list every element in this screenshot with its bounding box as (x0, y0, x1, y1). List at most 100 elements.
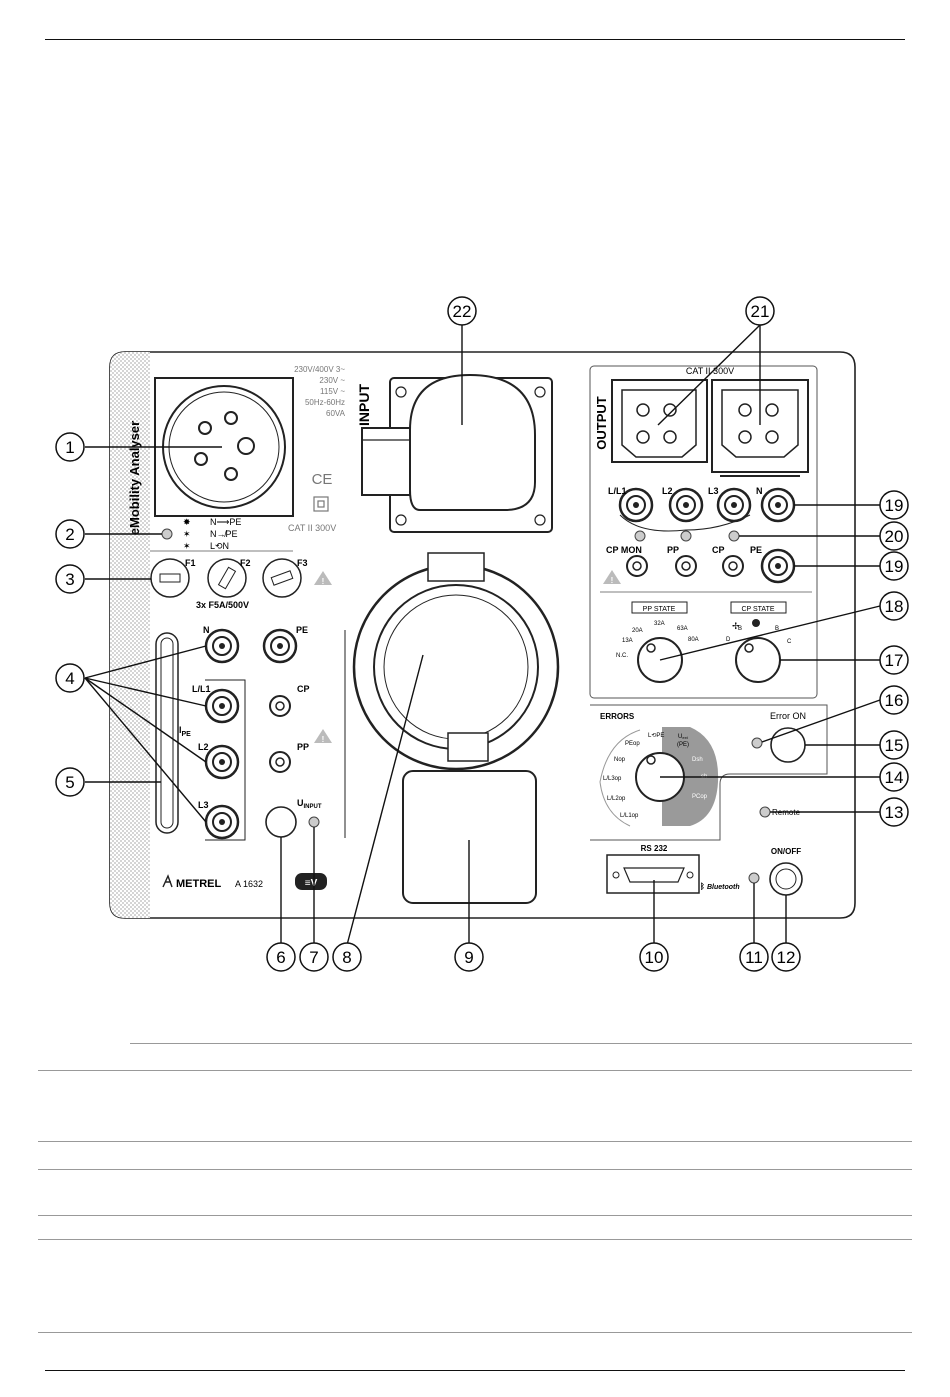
callout-number: 14 (885, 768, 904, 787)
error-on-label: Error ON (770, 711, 806, 721)
bluetooth-label: Bluetooth (707, 884, 740, 891)
svg-text:L/L1op: L/L1op (620, 813, 639, 819)
cp-state-selector (735, 637, 781, 683)
svg-text:✢: ✢ (732, 621, 740, 631)
svg-text:!: ! (322, 735, 325, 744)
terminal-label: PP (667, 545, 679, 555)
svg-text:Uext: Uext (678, 734, 689, 740)
brand: METREL (176, 878, 222, 890)
callout-number: 19 (885, 557, 904, 576)
onoff-label: ON/OFF (771, 847, 801, 856)
callout-number: 15 (885, 736, 904, 755)
double-insulation-icon (313, 496, 329, 512)
rating-block: 230V/400V 3~ 230V ~ 115V ~ 50Hz-60Hz 60V… (294, 365, 346, 418)
output-label: OUTPUT (594, 396, 609, 450)
callout-markers: 1 2 3 4 5 6 7 8 9 10 11 12 13 14 15 16 1… (55, 296, 909, 972)
callout-number: 11 (745, 948, 763, 967)
terminal-label: L2 (198, 742, 209, 752)
footer-rule (45, 1370, 905, 1371)
fuse-rating: 3x F5A/500V (196, 600, 249, 610)
rs232-label: RS 232 (641, 844, 668, 853)
fuse-label: F2 (240, 558, 251, 568)
terminal-label: PP (297, 742, 309, 752)
callout-number: 6 (276, 948, 285, 967)
warning-icon: ! (314, 571, 332, 586)
type2-output-socket (352, 552, 560, 771)
ipe-clamp-slot (155, 632, 179, 834)
callout-number: 18 (885, 597, 904, 616)
callout-number: 7 (309, 948, 318, 967)
svg-text:L⟲PE: L⟲PE (648, 733, 664, 739)
onoff-button (769, 862, 803, 896)
left-terminals (204, 628, 240, 840)
terminal-label: CP MON (606, 545, 642, 555)
terminal-label: L2 (662, 486, 673, 496)
svg-text:PEop: PEop (625, 741, 640, 747)
svg-text:L/L3op: L/L3op (603, 776, 622, 782)
metrel-logo-icon (162, 874, 173, 888)
table-rule (38, 1169, 912, 1170)
svg-text:20A: 20A (632, 628, 643, 634)
svg-text:D: D (726, 637, 731, 643)
rs232-connector (606, 854, 700, 894)
bluetooth-icon: ᛒ (700, 882, 705, 891)
terminal-label: L3 (198, 800, 209, 810)
terminal-label: CP (712, 545, 725, 555)
callout-number: 20 (885, 527, 904, 546)
side-label: eMobility Analyser (127, 421, 142, 535)
callout-number: 4 (65, 669, 74, 688)
cp-state-positions: B B C D (726, 626, 792, 645)
table-rule (38, 1070, 912, 1071)
callout-number: 2 (65, 525, 74, 544)
uinput-label: UINPUT (297, 798, 322, 810)
callout-number: 19 (885, 496, 904, 515)
leader-lines (84, 324, 881, 946)
pp-state-positions: 20A 32A 63A 80A 13A N.C. (616, 621, 699, 659)
table-rule (38, 1215, 912, 1216)
svg-text:L/L2op: L/L2op (607, 796, 626, 802)
legend-star-icon: ✶ (183, 529, 191, 539)
rating-line: 230V ~ (319, 376, 345, 385)
fuse-label: F1 (185, 558, 196, 568)
svg-text:63A: 63A (677, 626, 688, 632)
svg-text:B: B (738, 626, 742, 632)
terminal-label: CP (297, 684, 310, 694)
output-terminals (618, 487, 796, 532)
terminal-label: N (203, 625, 210, 635)
fuse-holders (150, 558, 302, 598)
remote-led (759, 806, 771, 818)
svg-text:ᛒ: ᛒ (700, 882, 705, 891)
callout-number: 16 (885, 691, 904, 710)
legend-text: N↛PE (210, 529, 238, 539)
type2-inlet-with-cap (361, 373, 553, 533)
legend-text: L⟲N (210, 541, 229, 551)
callout-number: 9 (464, 948, 473, 967)
svg-text:(PE): (PE) (677, 742, 689, 748)
table-rule (130, 1043, 912, 1044)
table-rule (38, 1239, 912, 1240)
fuse-label: F3 (297, 558, 308, 568)
svg-text:Nop: Nop (614, 757, 626, 763)
svg-text:N.C.: N.C. (616, 653, 628, 659)
terminal-label: L3 (708, 486, 719, 496)
svg-text:32A: 32A (654, 621, 665, 627)
legend-star-icon: ✸ (183, 517, 191, 527)
uinput-test-button (265, 806, 297, 838)
callout-number: 1 (65, 438, 74, 457)
warning-badge-icon (752, 619, 760, 627)
cp-terminals (626, 548, 796, 584)
pp-state-title: PP STATE (643, 606, 676, 613)
callout-number: 17 (885, 651, 904, 670)
callout-number: 5 (65, 773, 74, 792)
ce-mark: CE (312, 471, 333, 488)
output-led (680, 530, 692, 542)
instrument-front-panel-diagram: eMobility Analyser 230V/400V 3~ 230V ~ 1… (55, 296, 909, 972)
callout-number: 21 (751, 302, 770, 321)
svg-text:13A: 13A (622, 638, 633, 644)
svg-text:!: ! (322, 577, 325, 586)
rating-line: 230V/400V 3~ (294, 365, 345, 374)
ev-badge-icon: ≡V (295, 873, 327, 890)
terminal-label: L/L1 (608, 486, 627, 496)
callout-number: 12 (777, 948, 796, 967)
warning-icon: ! (603, 570, 621, 585)
